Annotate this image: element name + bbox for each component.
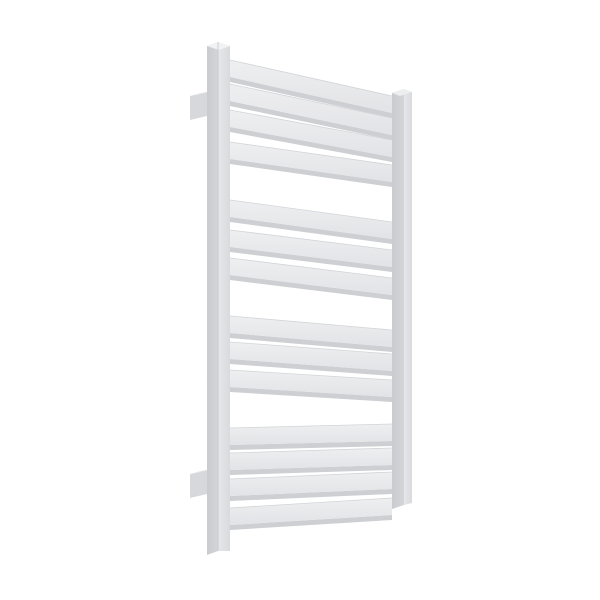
horizontal-bar <box>229 141 393 187</box>
horizontal-bar <box>229 315 393 352</box>
bar-edge <box>230 77 392 118</box>
bar-face <box>230 424 392 445</box>
horizontal-bar <box>229 497 393 530</box>
horizontal-bar <box>229 447 393 475</box>
horizontal-bar <box>229 471 393 501</box>
bar-edge <box>230 247 392 272</box>
bar-face <box>230 110 392 157</box>
horizontal-bar <box>229 341 393 376</box>
bar-face <box>230 142 392 182</box>
horizontal-bar <box>229 199 393 244</box>
bar-edge <box>230 387 392 402</box>
bar-highlight <box>229 341 393 355</box>
wall-bracket-bottom <box>190 470 207 498</box>
bar-edge <box>230 465 392 475</box>
bar-face <box>230 498 392 525</box>
bar-edge <box>230 275 392 300</box>
bar-highlight <box>229 83 393 119</box>
bar-edge <box>230 159 392 187</box>
bar-highlight <box>229 471 393 480</box>
bar-edge <box>230 441 392 450</box>
horizontal-bar <box>229 423 393 450</box>
bar-edge <box>230 127 392 162</box>
right-post <box>392 89 412 509</box>
bar-face <box>230 60 392 113</box>
bar-face <box>230 472 392 496</box>
horizontal-bar <box>229 369 393 402</box>
bar-highlight <box>229 59 393 97</box>
horizontal-bar <box>229 83 393 140</box>
bar-face <box>230 342 392 371</box>
bar-highlight <box>229 229 393 251</box>
bar-highlight <box>229 199 393 223</box>
bar-face <box>230 448 392 470</box>
bar-face <box>230 316 392 347</box>
bar-edge <box>230 359 392 376</box>
bar-highlight <box>229 447 393 454</box>
bar-edge <box>230 515 392 530</box>
bar-face <box>230 370 392 397</box>
left-post <box>207 42 230 555</box>
horizontal-bar <box>229 257 393 300</box>
bar-highlight <box>229 257 393 279</box>
horizontal-bar <box>229 229 393 272</box>
bar-highlight <box>229 315 393 331</box>
bar-face <box>230 230 392 267</box>
bar-face <box>230 258 392 295</box>
horizontal-bar <box>229 59 393 118</box>
bar-highlight <box>229 423 393 429</box>
bar-face <box>230 84 392 135</box>
bar-edge <box>230 489 392 501</box>
bar-highlight <box>229 141 393 166</box>
bar-edge <box>230 101 392 140</box>
horizontal-bar <box>229 109 393 162</box>
horizontal-bars <box>229 59 393 530</box>
bar-highlight <box>229 497 393 509</box>
bar-highlight <box>229 109 393 141</box>
bar-edge <box>230 217 392 244</box>
bar-edge <box>230 333 392 352</box>
wall-bracket-top <box>190 92 207 120</box>
bar-face <box>230 200 392 239</box>
bar-highlight <box>229 369 393 381</box>
